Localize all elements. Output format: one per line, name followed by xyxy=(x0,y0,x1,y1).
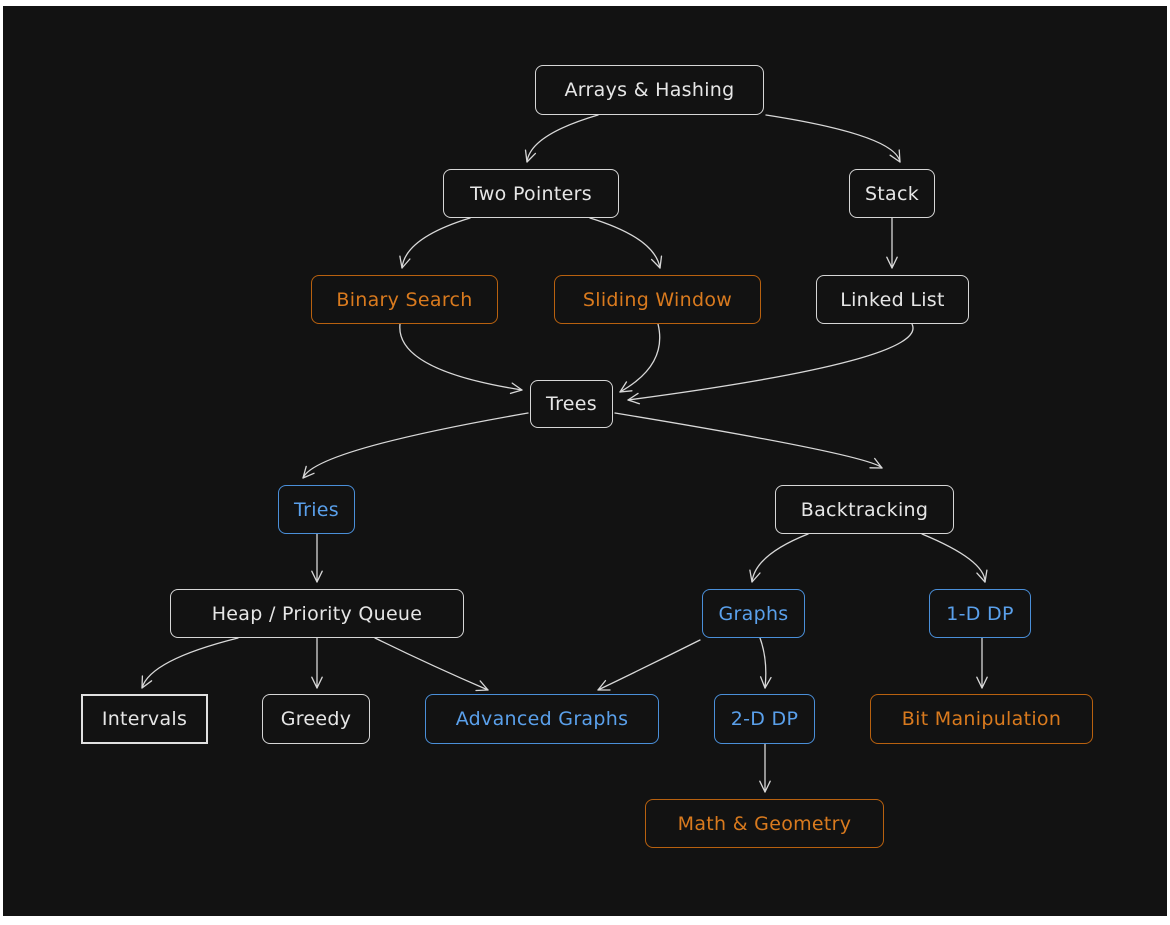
node-stack[interactable]: Stack xyxy=(849,169,935,218)
node-backtracking[interactable]: Backtracking xyxy=(775,485,954,534)
node-advanced-graphs[interactable]: Advanced Graphs xyxy=(425,694,659,744)
node-two-pointers[interactable]: Two Pointers xyxy=(443,169,619,218)
node-graphs[interactable]: Graphs xyxy=(702,589,805,638)
node-tries[interactable]: Tries xyxy=(278,485,355,534)
node-linked-list[interactable]: Linked List xyxy=(816,275,969,324)
node-2d-dp[interactable]: 2-D DP xyxy=(714,694,815,744)
node-bit-manipulation[interactable]: Bit Manipulation xyxy=(870,694,1093,744)
node-heap-priority-queue[interactable]: Heap / Priority Queue xyxy=(170,589,464,638)
node-trees[interactable]: Trees xyxy=(530,380,613,428)
node-binary-search[interactable]: Binary Search xyxy=(311,275,498,324)
diagram-canvas xyxy=(3,6,1167,916)
node-sliding-window[interactable]: Sliding Window xyxy=(554,275,761,324)
node-arrays-hashing[interactable]: Arrays & Hashing xyxy=(535,65,764,115)
node-intervals[interactable]: Intervals xyxy=(81,694,208,744)
node-greedy[interactable]: Greedy xyxy=(262,694,370,744)
node-1d-dp[interactable]: 1-D DP xyxy=(929,589,1031,638)
node-math-geometry[interactable]: Math & Geometry xyxy=(645,799,884,848)
